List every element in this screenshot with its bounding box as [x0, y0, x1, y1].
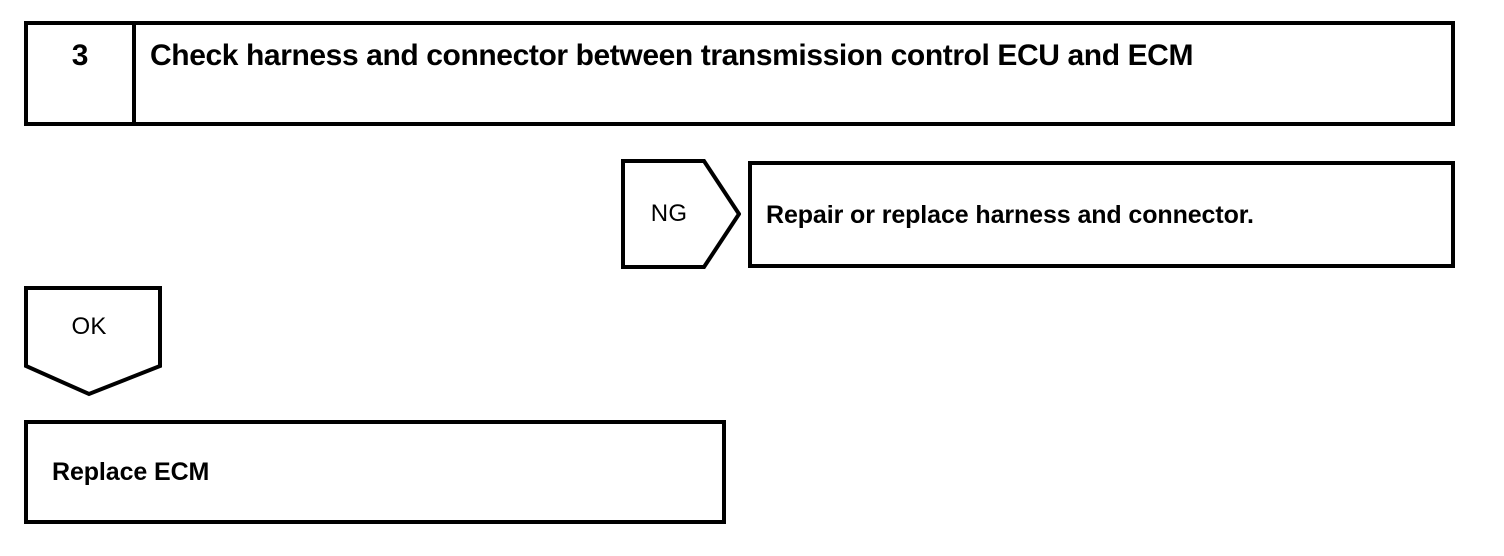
ok-branch-label: OK	[71, 313, 107, 340]
ng-result-box: Repair or replace harness and connector.	[748, 161, 1455, 268]
ng-arrow-shape	[621, 159, 741, 269]
step-number: 3	[71, 39, 89, 72]
step-title-cell: Check harness and connector between tran…	[136, 25, 1451, 122]
ok-arrow-shape	[24, 286, 162, 397]
step-title: Check harness and connector between tran…	[150, 39, 1194, 72]
ng-result-text: Repair or replace harness and connector.	[766, 200, 1254, 229]
ok-branch-arrow: OK	[22, 286, 164, 398]
ng-branch-label: NG	[650, 200, 688, 227]
step-box: 3 Check harness and connector between tr…	[24, 21, 1455, 126]
ng-branch-arrow: NG	[621, 159, 741, 269]
step-number-cell: 3	[28, 25, 136, 122]
ok-label-wrap: OK	[22, 286, 164, 368]
ok-result-text: Replace ECM	[52, 458, 210, 486]
ok-result-box: Replace ECM	[24, 420, 726, 524]
ng-label-wrap: NG	[621, 159, 717, 269]
